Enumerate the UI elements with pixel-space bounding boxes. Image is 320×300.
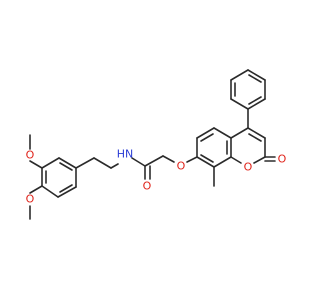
bond-double-inner: [59, 184, 73, 193]
bond: [162, 155, 175, 163]
molecule-structure-diagram: O O HN O O O O: [26, 69, 287, 220]
atom-o-lactone-carbonyl: O: [278, 153, 287, 166]
bond: [253, 156, 266, 164]
atom-o-methoxy-lower: O: [26, 193, 35, 206]
oxygen-atom-label: O: [177, 160, 186, 173]
atom-nh-amide: HN: [117, 148, 134, 161]
bond: [247, 127, 266, 139]
bond-double-inner: [200, 154, 214, 163]
bond: [213, 156, 232, 168]
bond: [110, 163, 119, 169]
bond: [29, 160, 43, 169]
bond: [41, 185, 59, 198]
bond: [57, 186, 77, 198]
oxygen-atom-label: O: [278, 153, 287, 166]
bond: [230, 98, 249, 110]
bond: [58, 157, 77, 169]
bond: [93, 157, 112, 169]
bond: [247, 69, 266, 81]
bond: [144, 155, 164, 167]
bond: [196, 156, 215, 168]
atom-o-methoxy-upper: O: [26, 149, 35, 162]
bond: [230, 69, 249, 81]
bond: [186, 156, 198, 163]
bond: [75, 157, 95, 169]
bond: [41, 157, 60, 169]
bond-double-inner: [248, 74, 262, 83]
bond-double-inner: [59, 162, 73, 171]
atom-o-amide-carbonyl: O: [143, 180, 152, 193]
bond: [230, 156, 242, 164]
bond: [29, 185, 43, 194]
oxygen-atom-label: O: [244, 161, 253, 174]
bond: [131, 157, 146, 167]
bond: [230, 127, 249, 139]
bond-double-inner: [248, 133, 262, 142]
atom-o-lactone-ring: O: [244, 161, 253, 174]
oxygen-atom-label: O: [26, 193, 35, 206]
atom-label-layer: O O HN O O O O: [26, 148, 287, 206]
nitrogen-atom-label: HN: [117, 148, 134, 161]
atom-o-ether: O: [177, 160, 186, 173]
bond-double-inner: [200, 133, 214, 142]
bond-double-inner: [248, 96, 262, 105]
oxygen-atom-label: O: [143, 180, 152, 193]
bond: [196, 127, 215, 139]
bond: [247, 98, 266, 110]
bond: [213, 127, 232, 139]
oxygen-atom-label: O: [26, 149, 35, 162]
bond-layer: [29, 69, 276, 220]
